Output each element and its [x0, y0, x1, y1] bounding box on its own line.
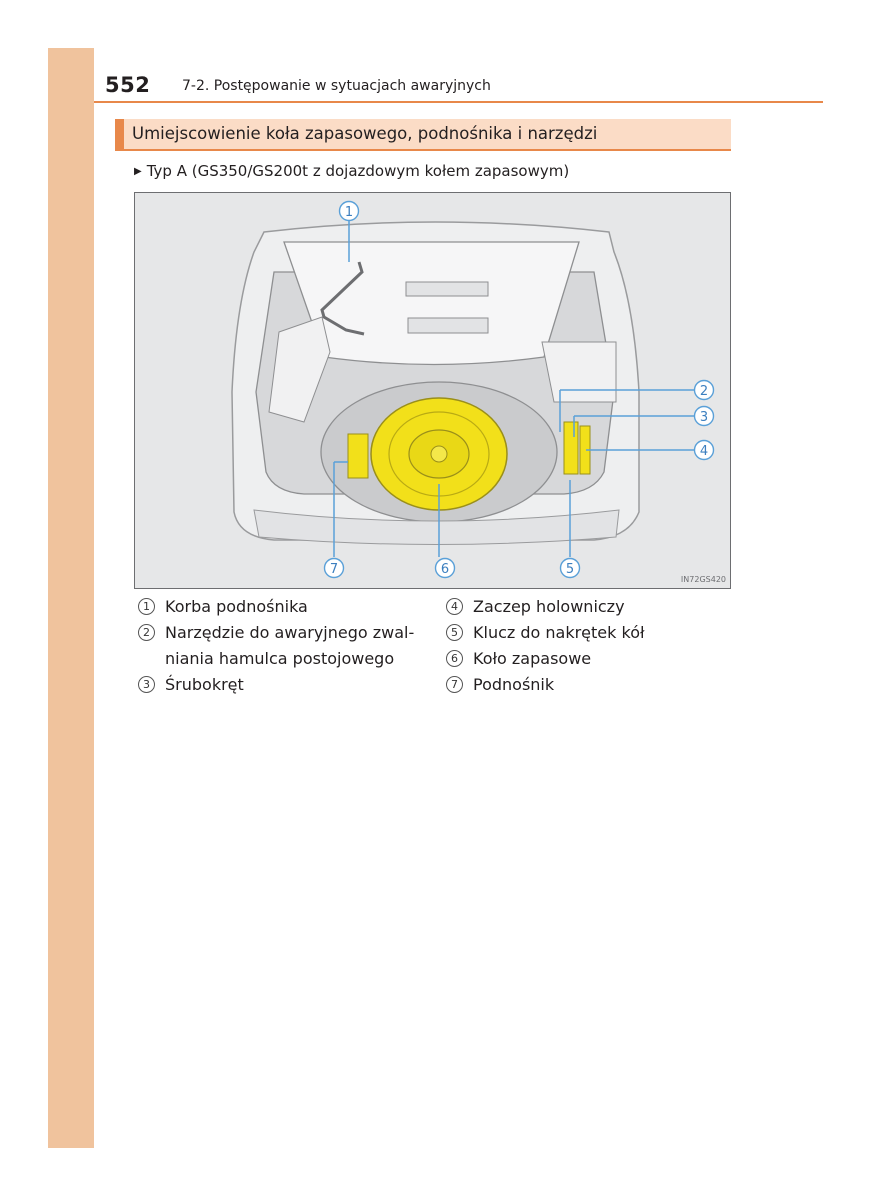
legend-label: Korba podnośnika: [165, 594, 308, 620]
callout-number: 7: [446, 676, 463, 693]
legend-item: 2 Narzędzie do awaryjnego zwal- niania h…: [138, 620, 414, 672]
legend-label: Zaczep holowniczy: [473, 594, 625, 620]
legend-line: Podnośnik: [473, 675, 555, 694]
legend-line: niania hamulca postojowego: [165, 649, 395, 668]
legend-item: 6 Koło zapasowe: [446, 646, 645, 672]
legend-line: Narzędzie do awaryjnego zwal-: [165, 623, 415, 642]
callout-number: 4: [446, 598, 463, 615]
legend-line: Zaczep holowniczy: [473, 597, 625, 616]
legend-item: 4 Zaczep holowniczy: [446, 594, 645, 620]
legend-line: Śrubokręt: [165, 675, 244, 694]
legend-label: Podnośnik: [473, 672, 554, 698]
legend-line: Klucz do nakrętek kół: [473, 623, 645, 642]
callout-number: 1: [138, 598, 155, 615]
legend-line: Korba podnośnika: [165, 597, 308, 616]
legend-left: 1 Korba podnośnika 2 Narzędzie do awaryj…: [138, 594, 414, 698]
legend-line: Koło zapasowe: [473, 649, 592, 668]
svg-text:3: 3: [700, 410, 708, 425]
legend-label: Śrubokręt: [165, 672, 244, 698]
legend-label: Klucz do nakrętek kół: [473, 620, 645, 646]
side-tab: [48, 48, 94, 1148]
legend-label: Narzędzie do awaryjnego zwal- niania ham…: [165, 620, 414, 672]
section-title-band: Umiejscowienie koła zapasowego, podnośni…: [115, 119, 731, 151]
triangle-bullet-icon: ▶: [134, 166, 142, 177]
callout-2: 2: [693, 379, 715, 401]
type-line-text: Typ A (GS350/GS200t z dojazdowym kołem z…: [146, 162, 570, 180]
callout-number: 2: [138, 624, 155, 641]
figure-code: IN72GS420: [681, 575, 726, 584]
section-title-accent: [115, 119, 124, 149]
callout-5: 5: [559, 557, 581, 579]
callout-number: 3: [138, 676, 155, 693]
page-number: 552: [105, 73, 151, 97]
callout-number: 6: [446, 650, 463, 667]
svg-text:2: 2: [700, 384, 708, 399]
callout-4: 4: [693, 439, 715, 461]
header-rule: [94, 101, 823, 103]
section-title: Umiejscowienie koła zapasowego, podnośni…: [132, 124, 598, 143]
legend-item: 1 Korba podnośnika: [138, 594, 414, 620]
callout-1: 1: [338, 200, 360, 222]
callout-3: 3: [693, 405, 715, 427]
legend-label: Koło zapasowe: [473, 646, 591, 672]
svg-text:6: 6: [441, 562, 449, 577]
svg-text:7: 7: [330, 562, 338, 577]
legend-item: 3 Śrubokręt: [138, 672, 414, 698]
svg-text:1: 1: [345, 205, 353, 220]
trunk-illustration: 1 2 3 4 5 6 7 IN72GS420: [134, 192, 731, 589]
legend-item: 5 Klucz do nakrętek kół: [446, 620, 645, 646]
callout-number: 5: [446, 624, 463, 641]
svg-text:5: 5: [566, 562, 574, 577]
legend-item: 7 Podnośnik: [446, 672, 645, 698]
callout-6: 6: [434, 557, 456, 579]
legend-right: 4 Zaczep holowniczy 5 Klucz do nakrętek …: [446, 594, 645, 698]
type-line: ▶ Typ A (GS350/GS200t z dojazdowym kołem …: [134, 162, 569, 180]
svg-text:4: 4: [700, 444, 708, 459]
callout-7: 7: [323, 557, 345, 579]
chapter-title: 7-2. Postępowanie w sytuacjach awaryjnyc…: [182, 78, 491, 94]
